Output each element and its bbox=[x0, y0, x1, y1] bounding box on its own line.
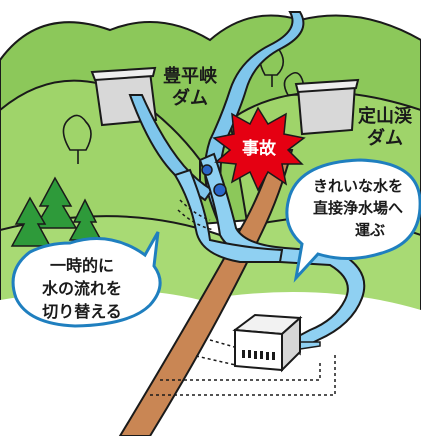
dam-right-label-line1: 定山渓 bbox=[358, 105, 413, 127]
bubble-right-line1: きれいな水を bbox=[313, 177, 403, 195]
dam-right bbox=[294, 78, 360, 136]
bubble-right-line2: 直接浄水場へ bbox=[313, 199, 403, 217]
accident-label: 事故 bbox=[242, 138, 277, 159]
bubble-left-line2: 水の流れを bbox=[42, 279, 122, 298]
speech-bubble-right: きれいな水を 直接浄水場へ 運ぶ bbox=[285, 158, 421, 283]
dam-left-label-line1: 豊平峡 bbox=[163, 65, 218, 87]
pipe-valves bbox=[201, 164, 227, 197]
dam-left-label-line2: ダム bbox=[172, 87, 208, 109]
explosion-burst-icon: 事故 bbox=[212, 106, 306, 192]
dam-right-label-line2: ダム bbox=[367, 127, 403, 149]
bubble-right-line3: 運ぶ bbox=[355, 221, 385, 239]
bubble-left-line1: 一時的に bbox=[50, 256, 114, 275]
water-treatment-plant-icon bbox=[232, 313, 303, 373]
speech-bubble-left: 一時的に 水の流れを 切り替える bbox=[11, 231, 162, 328]
bubble-left-line3: 切り替える bbox=[42, 302, 122, 321]
bypass-pipe-left bbox=[173, 168, 284, 263]
main-water-pipe bbox=[118, 149, 294, 436]
